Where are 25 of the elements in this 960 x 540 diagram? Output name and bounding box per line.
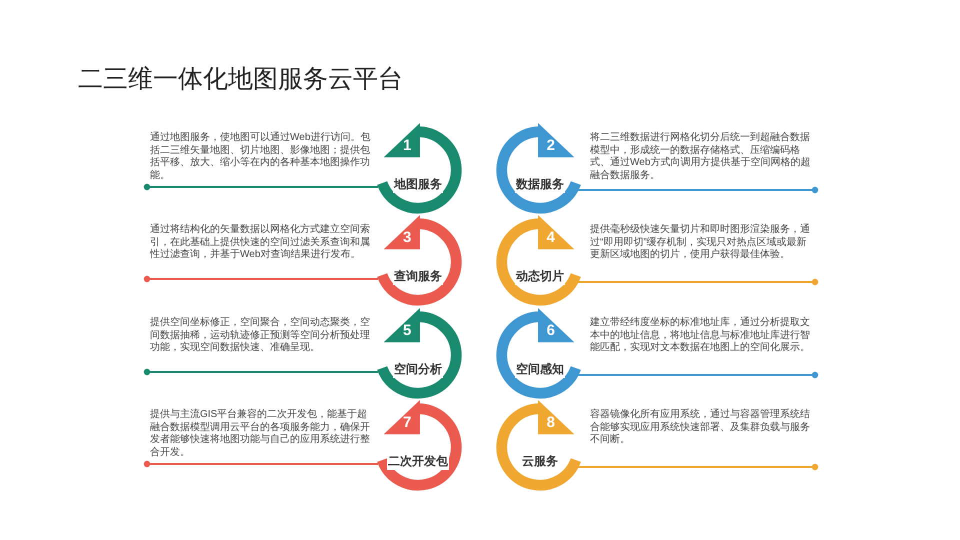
description-text: 通过将结构化的矢量数据以网格化方式建立空间索引，在此基础上提供快速的空间过滤关系查询和属性过滤查询，并基于Web对查询结果进行发布。 xyxy=(150,224,371,262)
step-title: 查询服务 xyxy=(393,268,443,285)
step-title: 地图服务 xyxy=(393,176,443,193)
description-text: 容器镜像化所有应用系统，通过与容器管理系统结合能够实现应用系统快速部署、及集群负载与服务不间断。 xyxy=(590,409,811,446)
step-title: 动态切片 xyxy=(515,268,565,285)
step-number: 8 xyxy=(546,415,555,430)
description-text: 提供与主流GIS平台兼容的二次开发包，能基于超融合数据模型调用云平台的各项服务能力，确保开发者能够快速将地图功能与自己的应用系统进行整合开发。 xyxy=(150,409,371,459)
step-number: 6 xyxy=(546,323,555,338)
step-title: 数据服务 xyxy=(515,176,565,193)
step-title: 空间感知 xyxy=(515,361,565,378)
description-text: 将二三维数据进行网格化切分后统一到超融合数据模型中，形成统一的数据存储格式、压缩编码格式、通过Web方式向调用方提供基于空间网格的超融合数据服务。 xyxy=(590,132,812,182)
step-number: 5 xyxy=(403,323,412,338)
step-title: 云服务 xyxy=(521,453,559,470)
step-title: 空间分析 xyxy=(393,361,443,378)
step-number: 3 xyxy=(403,230,412,245)
description-text: 建立带经纬度坐标的标准地址库，通过分析提取文本中的地址信息，将地址信息与标准地址库进行智能匹配，实现对文本数据在地图上的空间化展示。 xyxy=(590,317,811,354)
description-text: 提供毫秒级快速矢量切片和即时图形渲染服务，通过“即用即切”缓存机制，实现只对热点区域或最新更新区域地图的切片，使用户获得最佳体验。 xyxy=(590,224,811,262)
step-title: 二次开发包 xyxy=(387,453,449,470)
step-number: 2 xyxy=(546,138,555,153)
description-text: 通过地图服务，使地图可以通过Web进行访问。包括二三维矢量地图、切片地图、影像地图；提供包括平移、放大、缩小等在内的各种基本地图操作功能。 xyxy=(150,132,372,182)
page-title: 二三维一体化地图服务云平台 xyxy=(78,63,403,95)
description-text: 提供空间坐标修正，空间聚合，空间动态聚类，空间数据抽稀，运动轨迹修正预测等空间分析预处理功能，实现空间数据快速、准确呈现。 xyxy=(150,317,371,354)
step-number: 7 xyxy=(403,415,412,430)
step-number: 1 xyxy=(403,138,412,153)
step-number: 4 xyxy=(546,230,555,245)
